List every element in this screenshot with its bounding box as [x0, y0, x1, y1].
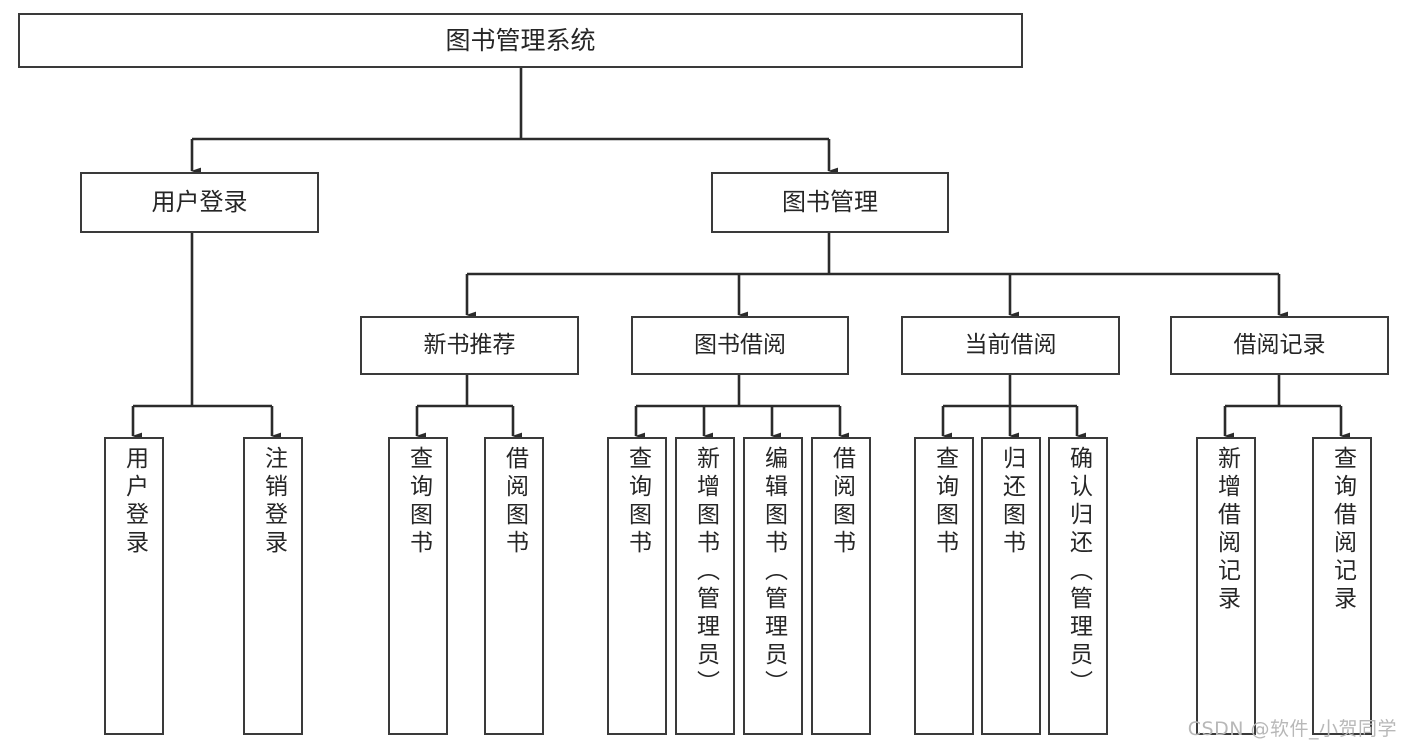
node-label: 新书推荐 [423, 331, 516, 358]
node-leaf-add-book[interactable]: 新增图书（管理员） [675, 437, 735, 735]
node-label: 用户登录 [151, 188, 248, 217]
node-leaf-logout[interactable]: 注销登录 [243, 437, 303, 735]
node-current-borrow[interactable]: 当前借阅 [901, 316, 1120, 375]
node-leaf-query-book-2[interactable]: 查询图书 [607, 437, 667, 735]
node-root[interactable]: 图书管理系统 [18, 13, 1023, 68]
node-book-borrow[interactable]: 图书借阅 [631, 316, 849, 375]
node-label: 当前借阅 [964, 331, 1057, 358]
node-leaf-query-book-3[interactable]: 查询图书 [914, 437, 974, 735]
node-borrow-record[interactable]: 借阅记录 [1170, 316, 1389, 375]
node-label: 借阅图书 [828, 446, 855, 558]
node-leaf-borrow-book-2[interactable]: 借阅图书 [811, 437, 871, 735]
node-label: 查询图书 [624, 446, 651, 558]
node-leaf-add-record[interactable]: 新增借阅记录 [1196, 437, 1256, 735]
node-label: 借阅图书 [501, 446, 528, 558]
node-label: 图书管理 [782, 188, 878, 217]
node-label: 新增借阅记录 [1213, 446, 1240, 614]
node-label: 查询图书 [405, 446, 432, 558]
node-leaf-query-book-1[interactable]: 查询图书 [388, 437, 448, 735]
node-leaf-return-book[interactable]: 归还图书 [981, 437, 1041, 735]
node-user-login[interactable]: 用户登录 [80, 172, 319, 233]
node-book-manage[interactable]: 图书管理 [711, 172, 949, 233]
node-label: 图书管理系统 [445, 25, 596, 55]
node-label: 用户登录 [121, 446, 148, 558]
node-leaf-user-login[interactable]: 用户登录 [104, 437, 164, 735]
node-label: 编辑图书（管理员） [760, 446, 787, 698]
node-label: 查询图书 [931, 446, 958, 558]
node-new-book-recommend[interactable]: 新书推荐 [360, 316, 579, 375]
node-label: 借阅记录 [1233, 331, 1326, 358]
node-label: 查询借阅记录 [1329, 446, 1356, 614]
node-leaf-confirm-return[interactable]: 确认归还（管理员） [1048, 437, 1108, 735]
node-leaf-borrow-book-1[interactable]: 借阅图书 [484, 437, 544, 735]
node-label: 注销登录 [260, 446, 287, 558]
node-label: 归还图书 [998, 446, 1025, 558]
csdn-watermark: CSDN @软件_小贺同学 [1187, 718, 1397, 740]
node-label: 确认归还（管理员） [1065, 446, 1092, 698]
node-leaf-edit-book[interactable]: 编辑图书（管理员） [743, 437, 803, 735]
node-label: 新增图书（管理员） [692, 446, 719, 698]
node-label: 图书借阅 [694, 331, 786, 358]
node-leaf-query-record[interactable]: 查询借阅记录 [1312, 437, 1372, 735]
